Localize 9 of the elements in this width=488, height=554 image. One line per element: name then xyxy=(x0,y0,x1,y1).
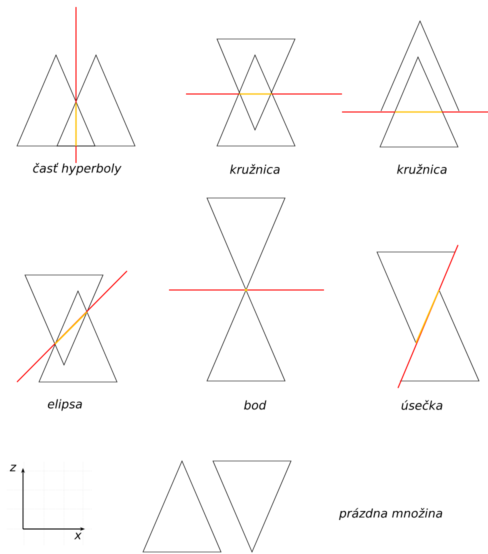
section-caption: kružnica xyxy=(397,164,447,174)
section-caption: časť hyperboly xyxy=(33,162,122,176)
section-caption: prázdna množina xyxy=(339,508,442,520)
section-caption: bod xyxy=(244,400,266,410)
axis-label: z xyxy=(10,464,16,472)
section-caption: úsečka xyxy=(402,400,442,410)
section-caption: kružnica xyxy=(230,164,280,174)
axis-label: x xyxy=(74,532,82,540)
section-caption: elipsa xyxy=(48,399,82,411)
